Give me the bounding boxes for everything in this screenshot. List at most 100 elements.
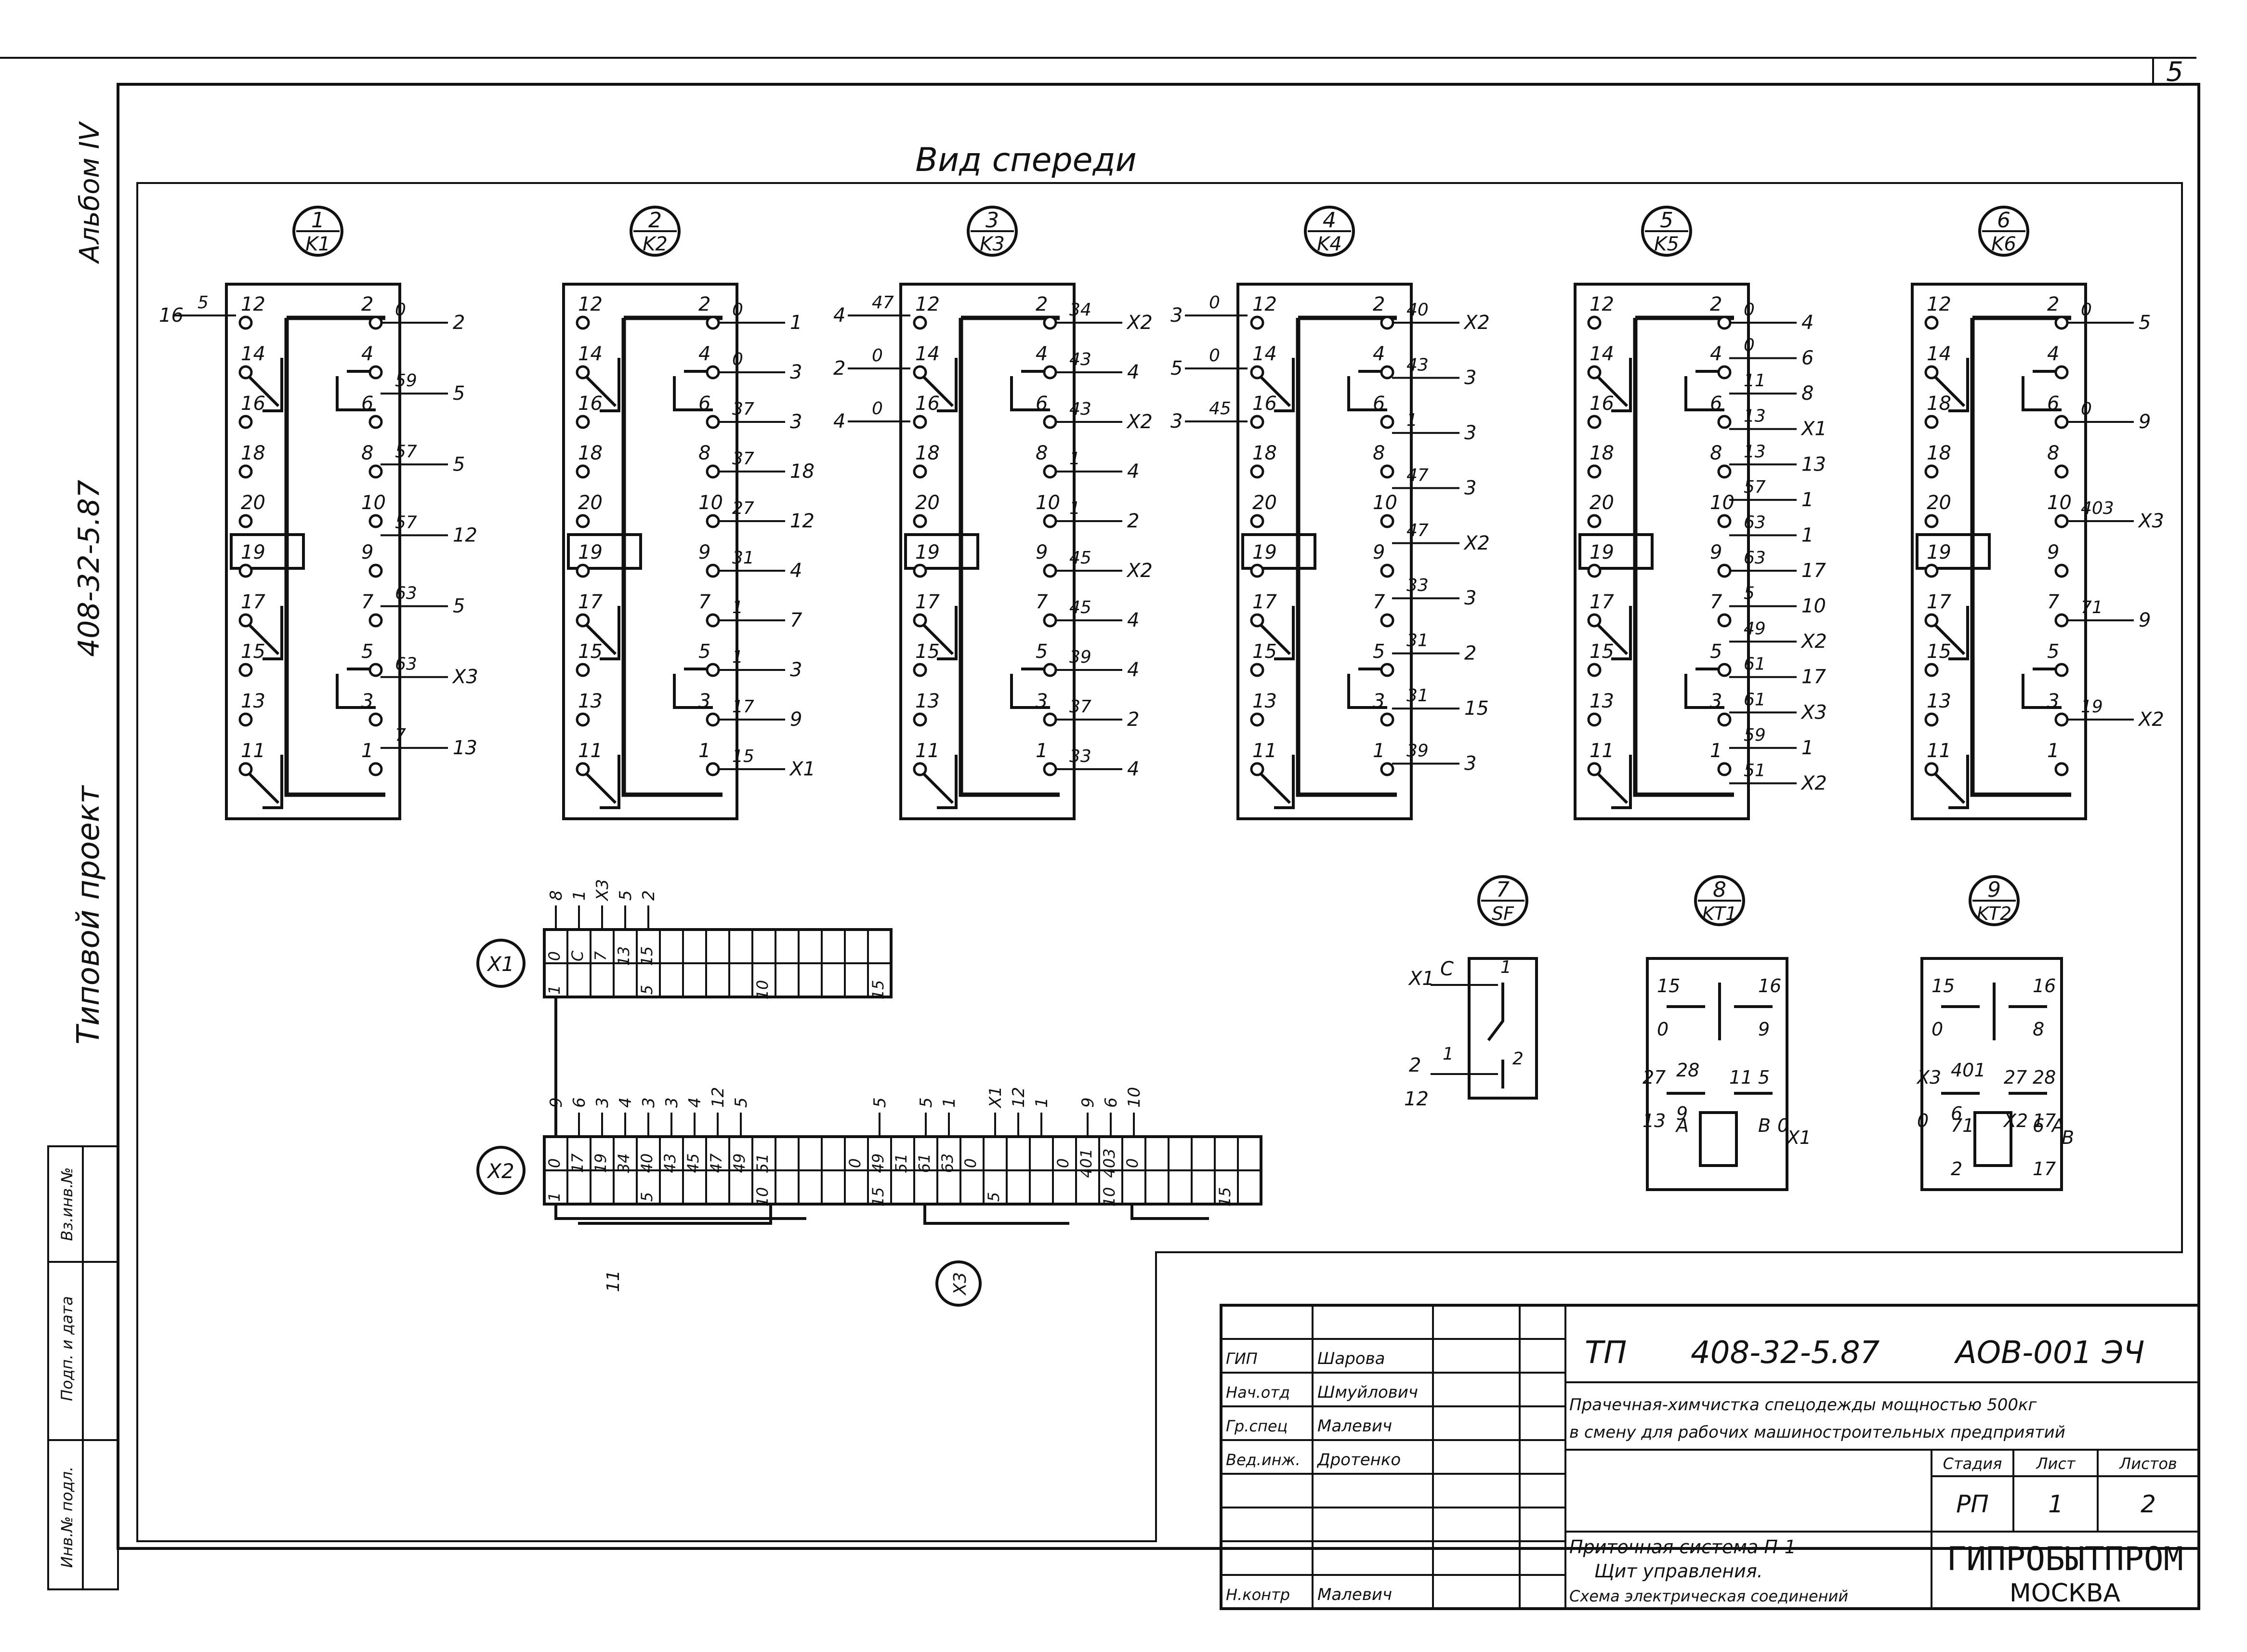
terminal-cell: 63 — [938, 1154, 957, 1173]
relay-wire-dest: X3 — [452, 666, 478, 688]
tb-org: ГИПРОБЫТПРОМ — [1946, 1540, 2183, 1578]
terminal-wire-label: 6 — [1102, 1097, 1121, 1108]
relay-right-pin — [368, 415, 383, 429]
relay-right-pin — [1380, 613, 1394, 628]
terminal-wire-label: 2 — [639, 890, 658, 901]
relay-wire-num: 57 — [1744, 477, 1766, 497]
timer-label: 2 — [1951, 1158, 1962, 1180]
timer-coil — [1973, 1111, 2012, 1167]
relay-right-pin — [1717, 663, 1732, 677]
relay-wire-num: 34 — [1069, 300, 1091, 320]
relay-frame — [1296, 315, 1397, 797]
terminal-label-circle — [476, 1146, 526, 1195]
relay-ref: K3 — [980, 233, 1005, 255]
relay-right-pin-label: 6 — [1036, 393, 1048, 415]
relay-wire-num: 0 — [872, 346, 883, 366]
relay-wire-num: 15 — [732, 747, 754, 766]
terminal-cell: 0 — [1123, 1158, 1142, 1168]
relay-left-pin-label: 12 — [1927, 293, 1951, 315]
relay-right-pin — [2054, 663, 2069, 677]
relay-right-pin — [1717, 564, 1732, 578]
timer-body — [1920, 957, 2063, 1191]
relay-wire-num: 1 — [1406, 410, 1418, 430]
relay-wire-num: 13 — [1744, 442, 1766, 461]
relay-left-pin-label: 16 — [578, 393, 603, 415]
relay-ref: K1 — [305, 233, 330, 255]
relay-right-pin — [368, 712, 383, 727]
relay-left-pin-label: 11 — [1590, 740, 1614, 762]
relay-right-pin-label: 10 — [698, 492, 723, 514]
device-badge — [1969, 875, 2020, 926]
relay-right-pin — [2054, 613, 2069, 628]
relay-right-pin-label: 5 — [698, 641, 710, 663]
timer-label: B — [1758, 1115, 1771, 1136]
relay-contact — [673, 370, 713, 411]
relay-right-pin-label: 10 — [361, 492, 386, 514]
timer-label: 0 — [1657, 1019, 1669, 1040]
relay-contact — [1347, 668, 1387, 709]
relay-wire-dest: 17 — [1801, 560, 1826, 582]
relay-left-pin-label: 16 — [1252, 393, 1277, 415]
relay-body — [1574, 283, 1750, 820]
tb-role: Гр.спец — [1226, 1417, 1288, 1435]
relay-right-pin — [1380, 365, 1394, 380]
relay-badge — [1641, 206, 1692, 257]
relay-right-pin-label: 8 — [1036, 442, 1048, 464]
relay-right-pin-label: 8 — [1710, 442, 1722, 464]
relay-wire-dest: X2 — [1463, 532, 1490, 554]
relay-left-pin-label: 15 — [1927, 641, 1951, 663]
drawing-frame — [117, 83, 2200, 1550]
relay-left-pin-label: 15 — [578, 641, 603, 663]
relay-wire-dest: 5 — [453, 382, 465, 405]
relay-frame — [284, 315, 385, 797]
sf-label: 1 — [1500, 957, 1511, 977]
terminal-cell: 10 — [753, 1187, 772, 1207]
relay-right-pin — [1717, 613, 1732, 628]
relay-left-pin — [1924, 514, 1939, 528]
relay-left-pin-label: 18 — [1927, 442, 1951, 464]
relay-left-pin-label: 12 — [915, 293, 940, 315]
relay-left-pin-label: 14 — [1252, 343, 1277, 365]
relay-wire-num: 37 — [1069, 697, 1091, 717]
terminal-cell: 0 — [545, 1158, 564, 1168]
relay-right-pin — [1043, 613, 1057, 628]
relay-wire-num: 31 — [732, 548, 754, 568]
relay-wire-dest: 1 — [1801, 524, 1813, 546]
relay-left-pin — [576, 712, 590, 727]
relay-right-pin — [1717, 365, 1732, 380]
terminal-wire-label: X3 — [593, 879, 612, 902]
relay-right-pin — [706, 315, 720, 330]
relay-left-pin — [1587, 514, 1602, 528]
relay-wire-dest: 4 — [1127, 361, 1139, 383]
relay-contact — [2022, 370, 2062, 411]
relay-left-pin-label: 13 — [1590, 690, 1614, 712]
relay-right-pin-label: 6 — [1710, 393, 1722, 415]
relay-right-pin-label: 3 — [361, 690, 373, 712]
relay-wire-num: 47 — [872, 293, 894, 313]
relay-left-pin-label: 20 — [1927, 492, 1951, 514]
relay-wire-dest: 12 — [790, 510, 815, 532]
relay-right-pin-label: 10 — [1036, 492, 1060, 514]
timer-body — [1646, 957, 1788, 1191]
relay-frame — [1633, 315, 1734, 797]
relay-right-pin-label: 5 — [361, 641, 373, 663]
relay-right-pin — [1043, 315, 1057, 330]
relay-contact — [1597, 358, 1632, 412]
relay-ref: K2 — [643, 233, 668, 255]
relay-number: 6 — [1997, 208, 2010, 233]
terminal-cell: 0 — [961, 1158, 980, 1168]
timer-label: 0 — [1917, 1110, 1929, 1131]
relay-contact — [248, 755, 283, 809]
terminal-label: X2 — [486, 1159, 514, 1183]
relay-wire-num: 31 — [1406, 686, 1429, 706]
relay-contact — [248, 606, 283, 660]
relay-left-pin — [1924, 464, 1939, 479]
tb-name: Дротенко — [1316, 1450, 1401, 1469]
relay-left-pin-label: 13 — [241, 690, 265, 712]
relay-right-pin — [368, 464, 383, 479]
relay-body — [899, 283, 1076, 820]
relay-wire-dest: 2 — [1127, 510, 1139, 532]
relay-left-pin — [913, 663, 927, 677]
